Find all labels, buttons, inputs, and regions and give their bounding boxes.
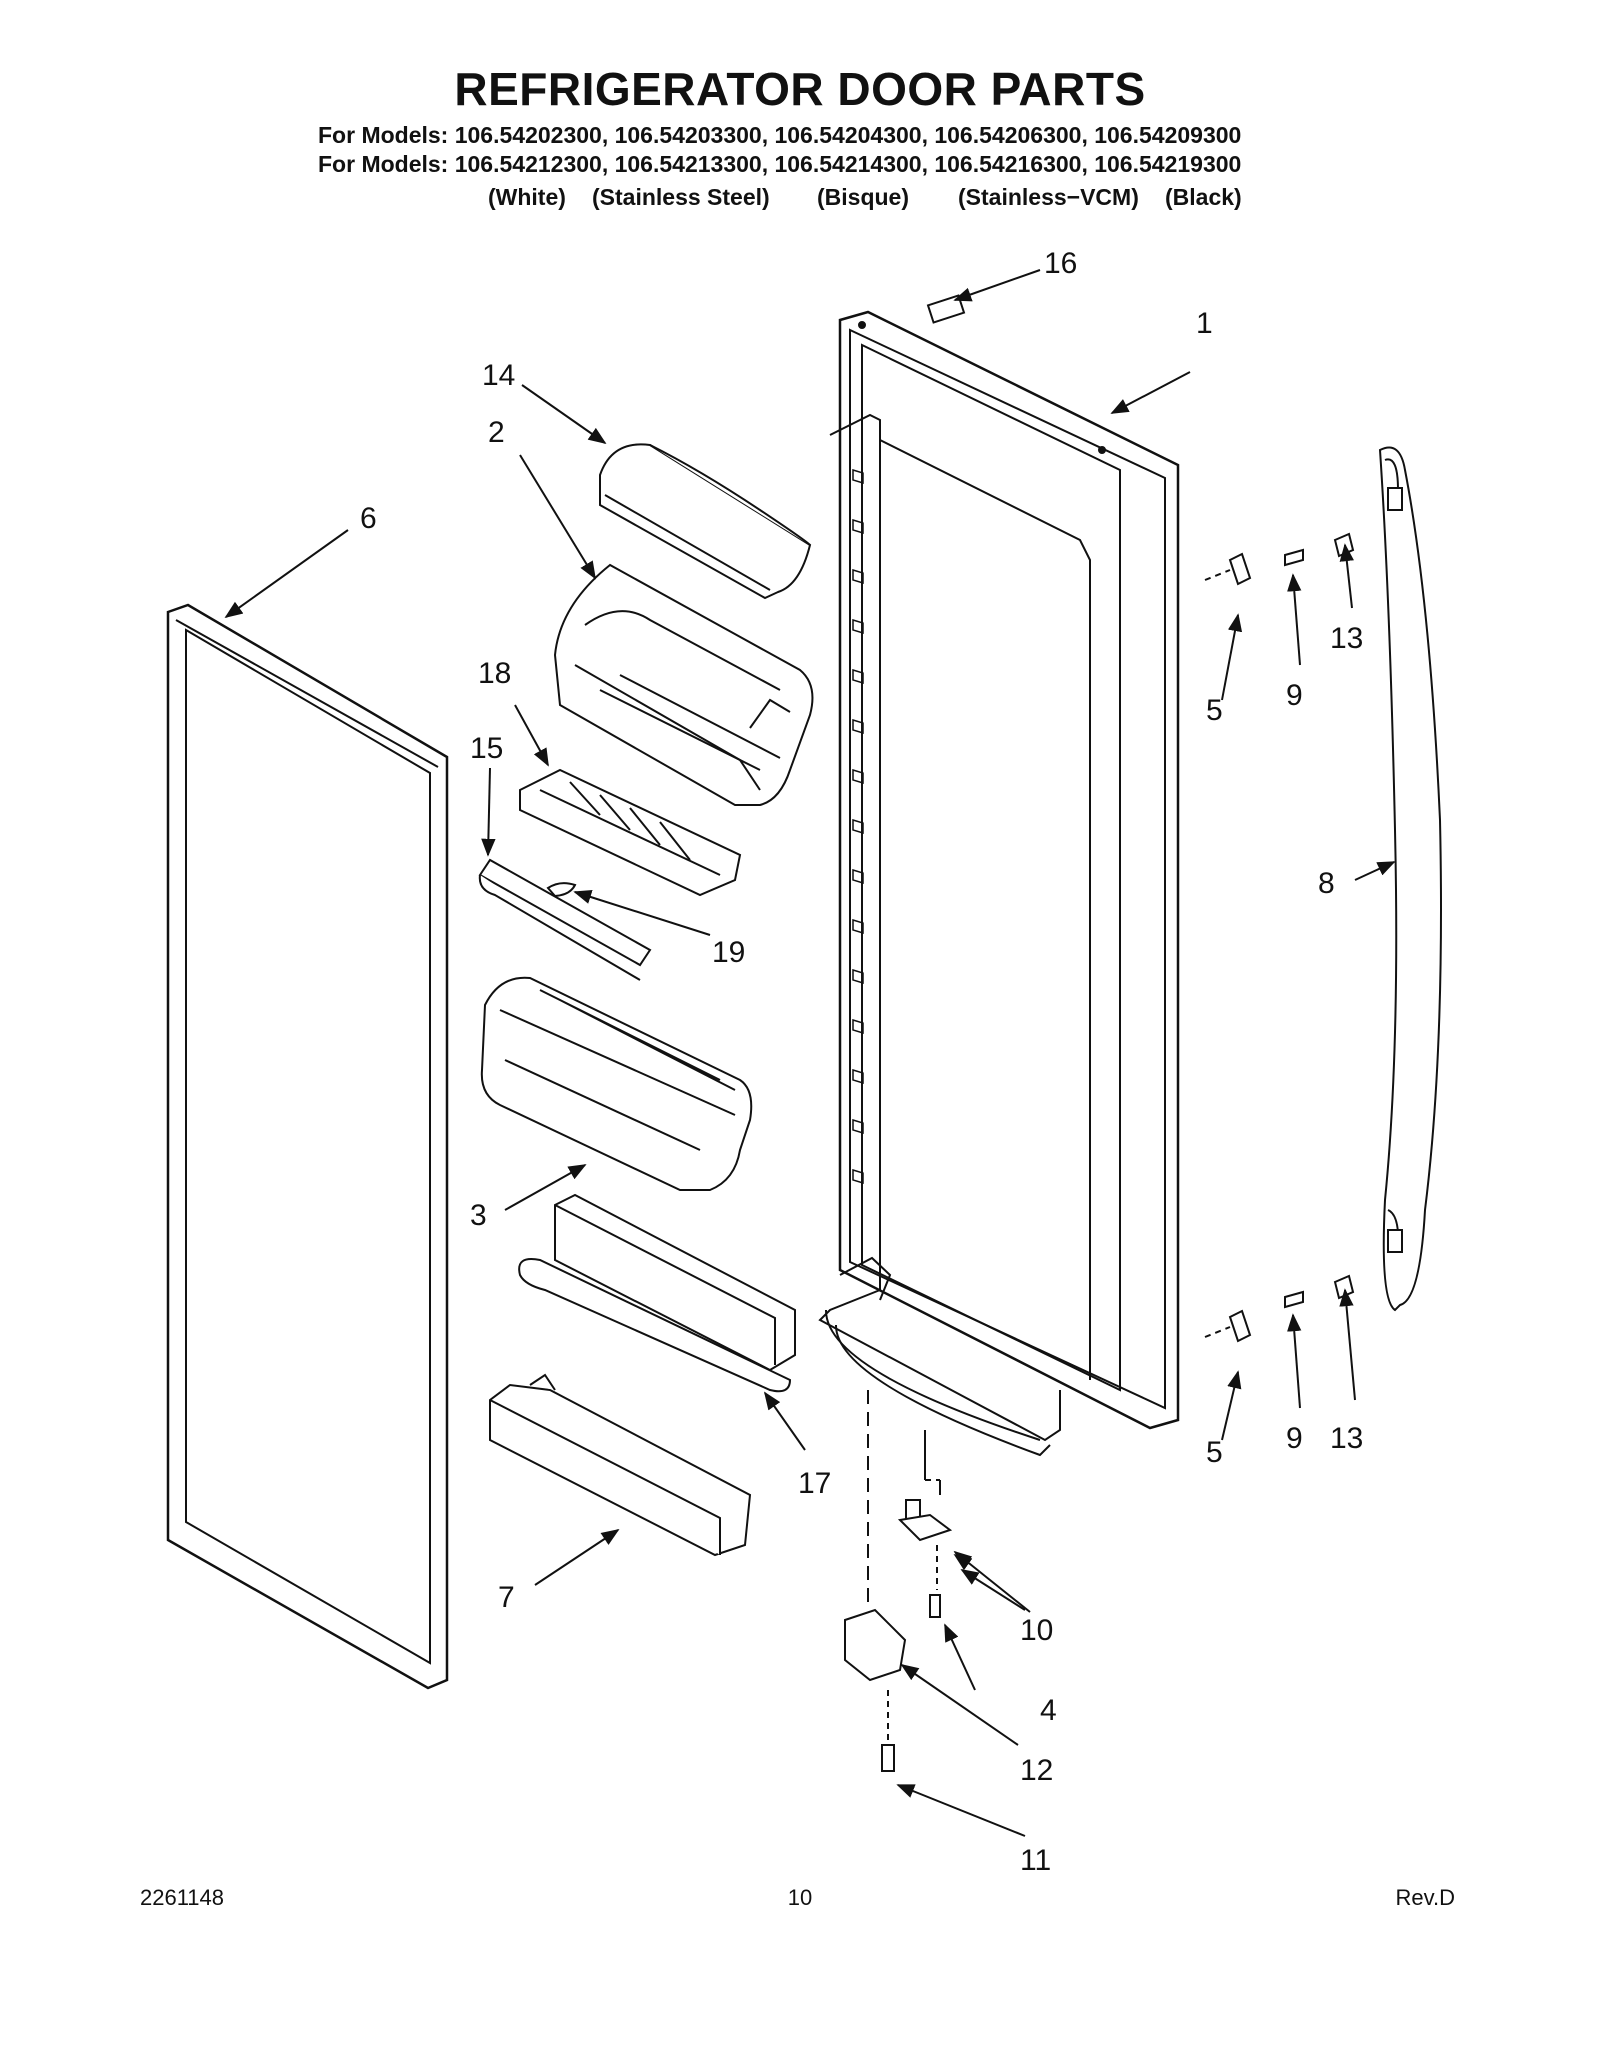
door-bin-part-large [480, 976, 753, 1191]
dairy-bin-part [553, 563, 814, 806]
leader-lines [224, 269, 1396, 1837]
callout-19: 19 [712, 936, 745, 969]
models-line-1: For Models: 106.54202300, 106.54203300, … [318, 122, 1242, 148]
door-bin-part-small [518, 1193, 796, 1393]
finish-stainless: (Stainless Steel) [592, 184, 770, 210]
finish-stainless-vcm: (Stainless−VCM) [958, 184, 1139, 210]
finish-white: (White) [488, 184, 566, 210]
callout-15: 15 [470, 732, 503, 765]
bottom-hinge-parts [844, 1390, 953, 1772]
callout-13a: 13 [1330, 622, 1363, 655]
callout-5a: 5 [1206, 694, 1223, 727]
callout-9a: 9 [1286, 679, 1303, 712]
door-liner-part [818, 310, 1180, 1457]
callout-8: 8 [1318, 867, 1335, 900]
callout-10: 10 [1020, 1614, 1053, 1647]
hinge-hardware-lower [1204, 1274, 1355, 1343]
callout-2: 2 [488, 416, 505, 449]
callout-12: 12 [1020, 1754, 1053, 1787]
shelf-part [519, 768, 742, 897]
callout-17: 17 [798, 1467, 831, 1500]
callout-7: 7 [498, 1581, 515, 1614]
finish-list: (White) (Stainless Steel) (Bisque) (Stai… [0, 184, 1600, 214]
label-part [926, 294, 966, 324]
callout-18: 18 [478, 657, 511, 690]
dairy-door-part [599, 443, 812, 600]
retainer-part [546, 882, 577, 898]
callout-11: 11 [1020, 1844, 1051, 1877]
callout-6: 6 [360, 502, 377, 535]
revision-label: Rev.D [1395, 1885, 1456, 1910]
door-handle-part [1378, 446, 1442, 1312]
callout-labels: 1 2 3 4 5 5 6 7 8 9 9 10 11 12 13 13 14 … [360, 247, 1363, 1877]
callout-5b: 5 [1206, 1436, 1223, 1469]
finish-black: (Black) [1165, 184, 1242, 210]
finish-bisque: (Bisque) [817, 184, 909, 210]
hinge-hardware-upper [1204, 532, 1355, 586]
shelf-edge-part [478, 858, 652, 981]
page-number: 10 [787, 1885, 813, 1910]
callout-1: 1 [1196, 307, 1213, 340]
callout-13b: 13 [1330, 1422, 1363, 1455]
callout-3: 3 [470, 1199, 487, 1232]
doc-number: 2261148 [140, 1885, 225, 1910]
models-line-2: For Models: 106.54212300, 106.54213300, … [318, 151, 1242, 177]
callout-4: 4 [1040, 1694, 1057, 1727]
callout-14: 14 [482, 359, 515, 392]
callout-16: 16 [1044, 247, 1077, 280]
page-title: REFRIGERATOR DOOR PARTS [454, 63, 1146, 115]
callout-9b: 9 [1286, 1422, 1303, 1455]
door-gasket-part [166, 603, 449, 1690]
bottom-bin-part [489, 1373, 752, 1557]
